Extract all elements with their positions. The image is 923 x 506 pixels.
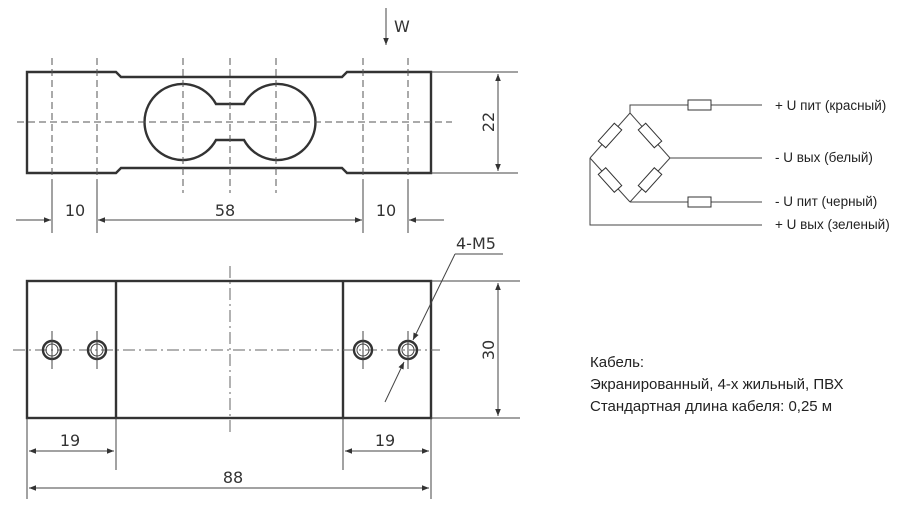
wire-label: + U пит (красный) xyxy=(775,98,886,113)
dim-right-19: 19 xyxy=(375,431,395,450)
cable-line-1: Экранированный, 4-х жильный, ПВХ xyxy=(590,376,843,393)
hole-icon xyxy=(397,331,419,369)
hole-icon xyxy=(352,331,374,369)
dim-height-22: 22 xyxy=(479,112,498,132)
dim-middle-58: 58 xyxy=(215,201,235,220)
cable-title: Кабель: xyxy=(590,354,644,371)
top-view: W 22 10 58 10 xyxy=(16,8,518,233)
dim-left-19: 19 xyxy=(60,431,80,450)
load-label: W xyxy=(394,17,410,36)
thread-holes xyxy=(41,331,419,369)
cable-info: Кабель: Экранированный, 4-х жильный, ПВХ… xyxy=(590,354,843,415)
thread-label: 4-M5 xyxy=(456,234,496,253)
dim-left-10: 10 xyxy=(65,201,85,220)
cable-line-2: Стандартная длина кабеля: 0,25 м xyxy=(590,398,832,415)
dim-total-88: 88 xyxy=(223,468,243,487)
hole-axes xyxy=(51,58,409,193)
wiring-diagram: + U пит (красный) - U вых (белый) - U пи… xyxy=(589,98,890,232)
hole-icon xyxy=(86,331,108,369)
wire-label: - U пит (черный) xyxy=(775,194,877,209)
hole-icon xyxy=(41,331,63,369)
binocular-hole xyxy=(143,82,317,162)
wire-label: - U вых (белый) xyxy=(775,150,873,165)
dim-height-30: 30 xyxy=(479,340,498,360)
bottom-view: 4-M5 30 19 19 88 xyxy=(13,234,520,499)
resistor-icons xyxy=(597,99,712,208)
wire-label: + U вых (зеленый) xyxy=(775,217,890,232)
dim-right-10: 10 xyxy=(376,201,396,220)
